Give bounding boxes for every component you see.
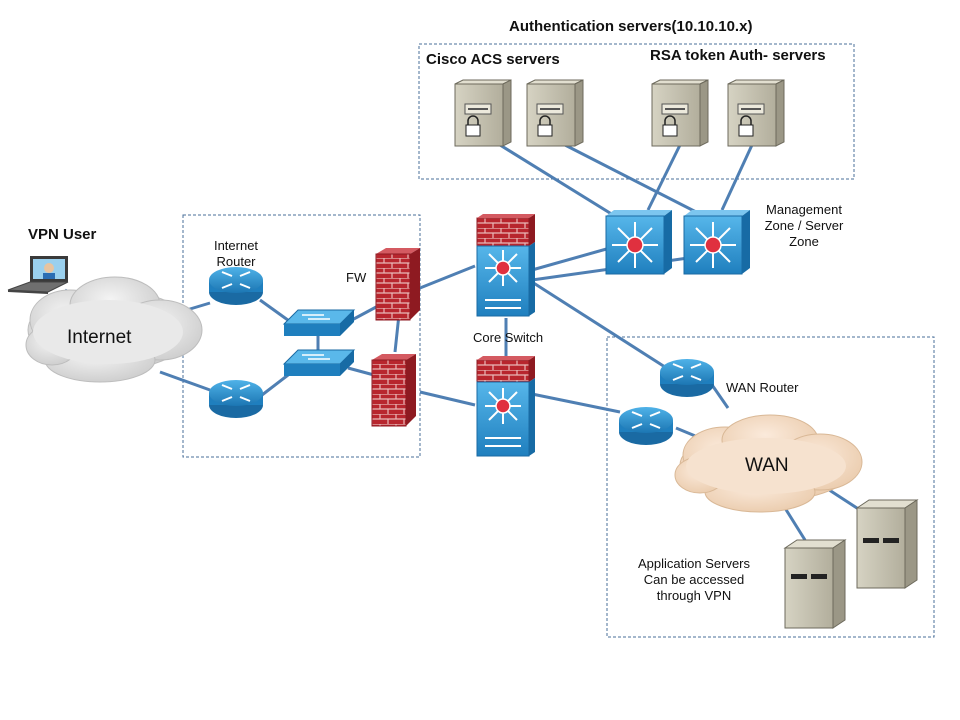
internet-router-1-icon bbox=[208, 266, 264, 306]
access-switch-2-icon bbox=[282, 349, 356, 376]
wan-router-label: WAN Router bbox=[726, 380, 799, 395]
core-switch-top-icon bbox=[476, 214, 535, 317]
internet-label: Internet bbox=[67, 327, 132, 348]
internet-cloud-icon bbox=[25, 276, 203, 383]
wan-router-1-icon bbox=[659, 358, 715, 398]
wan-router-2-icon bbox=[618, 406, 674, 446]
internet-router-label-line2: Router bbox=[216, 254, 256, 269]
wan-zone-box bbox=[606, 336, 935, 638]
cisco-acs-label: Cisco ACS servers bbox=[426, 51, 560, 68]
app-servers-label-line2: Can be accessed bbox=[643, 572, 745, 587]
mgmt-zone-label-line3: Zone bbox=[789, 234, 819, 249]
internet-router-label-line1: Internet bbox=[213, 238, 259, 253]
app-servers-label-line3: through VPN bbox=[656, 588, 732, 603]
vpn-user-label: VPN User bbox=[28, 226, 97, 243]
wan-cloud-icon bbox=[674, 414, 863, 513]
wan-label: WAN bbox=[745, 455, 789, 476]
mgmt-zone-label-line2: Zone / Server bbox=[764, 218, 844, 233]
mgmt-switch-1-icon bbox=[605, 210, 672, 275]
app-servers-label: Application Servers Can be accessed thro… bbox=[624, 556, 764, 604]
app-servers-label-line1: Application Servers bbox=[638, 556, 750, 571]
vpn-user-laptop-icon bbox=[7, 256, 69, 294]
app-server-2-icon bbox=[783, 539, 847, 629]
acs-server-1-icon bbox=[454, 79, 512, 147]
rsa-server-1-icon bbox=[651, 79, 709, 147]
mgmt-zone-label-line1: Management bbox=[766, 202, 842, 217]
core-switch-label: Core Switch bbox=[473, 330, 544, 345]
firewall-2-icon bbox=[371, 354, 416, 427]
access-switch-1-icon bbox=[282, 309, 356, 336]
rsa-servers-label: RSA token Auth- servers bbox=[650, 47, 826, 64]
fw-label: FW bbox=[346, 270, 367, 285]
app-server-1-icon bbox=[855, 499, 919, 589]
core-switch-bottom-icon bbox=[476, 356, 535, 457]
acs-server-2-icon bbox=[526, 79, 584, 147]
firewall-1-icon bbox=[375, 248, 420, 321]
internet-router-2-icon bbox=[208, 379, 264, 419]
auth-servers-title: Authentication servers(10.10.10.x) bbox=[509, 18, 753, 35]
mgmt-switch-2-icon bbox=[683, 210, 750, 275]
rsa-server-2-icon bbox=[727, 79, 785, 147]
auth-zone-box bbox=[418, 43, 855, 180]
mgmt-zone-label: Management Zone / Server Zone bbox=[752, 202, 856, 250]
internet-router-label: Internet Router bbox=[196, 238, 276, 270]
